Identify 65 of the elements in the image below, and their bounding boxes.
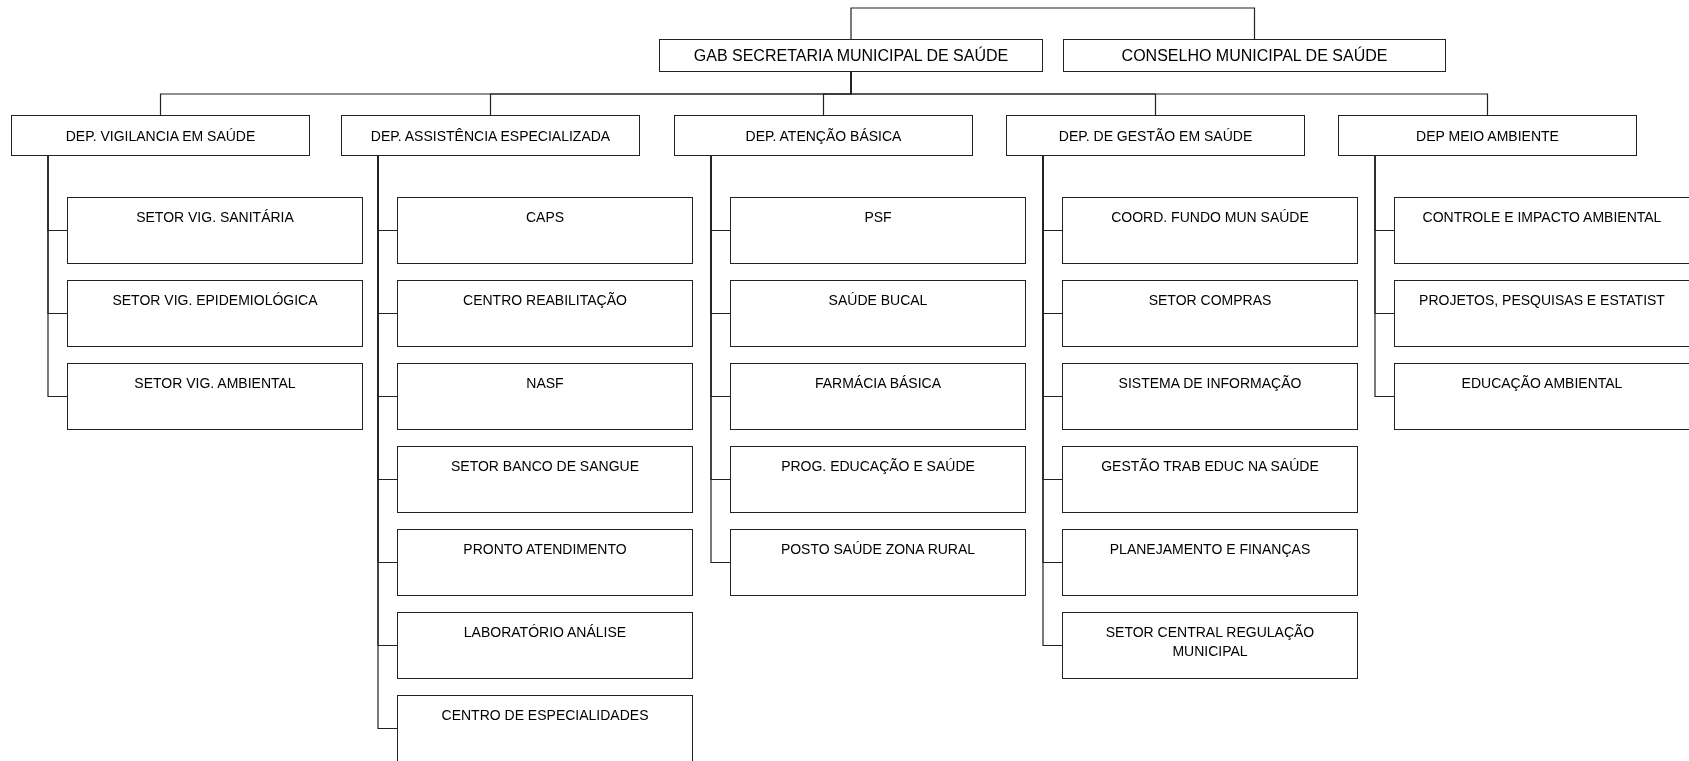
unit-name: CONTROLE E IMPACTO AMBIENTAL — [1422, 208, 1662, 227]
unit-name: PRONTO ATENDIMENTO — [463, 540, 627, 559]
unit-name: SISTEMA DE INFORMAÇÃO — [1118, 374, 1302, 393]
unit-name: SETOR VIG. SANITÁRIA — [136, 208, 294, 227]
unit-name: DEP. ASSISTÊNCIA ESPECIALIZADA — [370, 127, 611, 144]
unit-name: CENTRO REABILITAÇÃO — [463, 291, 627, 310]
unit-name: SETOR VIG. EPIDEMIOLÓGICA — [112, 291, 318, 310]
connector-line — [850, 7, 1256, 40]
unit-name: DEP. VIGILANCIA EM SAÚDE — [65, 127, 256, 144]
unit-name: EDUCAÇÃO AMBIENTAL — [1461, 374, 1623, 393]
department-box — [341, 115, 640, 156]
connector-line — [1374, 155, 1395, 398]
unit-name: SETOR CENTRAL REGULAÇÃO MUNICIPAL — [1104, 623, 1316, 661]
sector-box — [1062, 363, 1358, 430]
unit-name: PROJETOS, PESQUISAS E ESTATIST — [1419, 291, 1665, 310]
unit-name: COORD. FUNDO MUN SAÚDE — [1111, 208, 1309, 227]
unit-name: POSTO SAÚDE ZONA RURAL — [780, 540, 976, 559]
sector-box — [1062, 529, 1358, 596]
sector-box — [730, 280, 1026, 347]
department-box — [1006, 115, 1305, 156]
sector-box — [397, 612, 693, 679]
unit-name: CENTRO DE ESPECIALIDADES — [441, 706, 649, 725]
unit-name: PROG. EDUCAÇÃO E SAÚDE — [781, 457, 975, 476]
unit-name: NASF — [526, 374, 564, 393]
unit-name: SETOR VIG. AMBIENTAL — [134, 374, 296, 393]
sector-box — [67, 280, 363, 347]
org-unit-box — [1063, 39, 1446, 72]
sector-box — [1394, 197, 1689, 264]
sector-box — [67, 363, 363, 430]
sector-box — [397, 197, 693, 264]
sector-box — [1062, 197, 1358, 264]
unit-name: DEP. ATENÇÃO BÁSICA — [745, 127, 902, 144]
department-box — [11, 115, 310, 156]
unit-name: DEP. DE GESTÃO EM SAÚDE — [1058, 127, 1253, 144]
department-box — [1338, 115, 1637, 156]
unit-name: PSF — [864, 208, 892, 227]
sector-box — [1394, 363, 1689, 430]
sector-box — [730, 446, 1026, 513]
department-box — [674, 115, 973, 156]
sector-box — [1394, 280, 1689, 347]
unit-name: CONSELHO MUNICIPAL DE SAÚDE — [1121, 46, 1388, 65]
org-unit-box — [659, 39, 1043, 72]
unit-name: SETOR BANCO DE SANGUE — [451, 457, 639, 476]
sector-box — [730, 363, 1026, 430]
unit-name: GESTÃO TRAB EDUC NA SAÚDE — [1101, 457, 1319, 476]
sector-box — [397, 363, 693, 430]
unit-name: CAPS — [525, 208, 565, 227]
sector-box — [397, 695, 693, 761]
sector-box — [730, 197, 1026, 264]
unit-name: SETOR COMPRAS — [1148, 291, 1272, 310]
unit-name: PLANEJAMENTO E FINANÇAS — [1109, 540, 1311, 559]
sector-box — [397, 446, 693, 513]
connector-line — [47, 155, 68, 398]
sector-box — [730, 529, 1026, 596]
sector-box — [67, 197, 363, 264]
unit-name: DEP MEIO AMBIENTE — [1416, 127, 1559, 144]
sector-box — [1062, 280, 1358, 347]
sector-box — [1062, 612, 1358, 679]
unit-name: FARMÁCIA BÁSICA — [814, 374, 941, 393]
sector-box — [397, 280, 693, 347]
unit-name: GAB SECRETARIA MUNICIPAL DE SAÚDE — [693, 46, 1009, 65]
unit-name: SAÚDE BUCAL — [828, 291, 928, 310]
sector-box — [397, 529, 693, 596]
sector-box — [1062, 446, 1358, 513]
unit-name: LABORATÓRIO ANÁLISE — [463, 623, 627, 642]
